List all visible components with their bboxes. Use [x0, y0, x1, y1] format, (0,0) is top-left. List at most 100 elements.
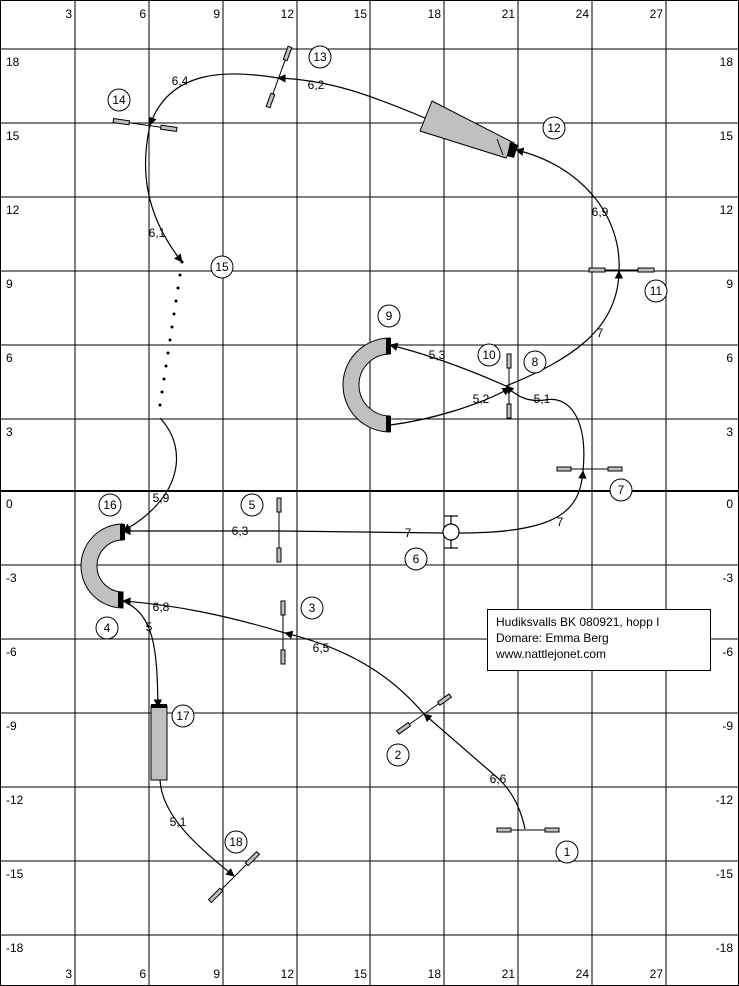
y-tick-right: 12	[720, 203, 734, 217]
route-9-to-10	[389, 387, 511, 426]
route-2-to-3	[284, 630, 425, 715]
distance-label: 5,3	[429, 348, 446, 362]
distance-label: 7	[405, 526, 412, 540]
route-4-to-17	[122, 600, 163, 708]
x-tick-bottom: 24	[576, 967, 590, 981]
obstacle-number-4: 4	[95, 616, 119, 640]
tunnel-12	[419, 100, 518, 159]
distance-label: 7	[597, 326, 604, 340]
y-tick-right: 3	[726, 425, 733, 439]
route-11-to-12	[515, 147, 620, 272]
y-tick-left: -12	[6, 793, 24, 807]
obstacle-label: 14	[112, 93, 126, 107]
x-tick-top: 9	[213, 7, 220, 21]
obstacle-number-1: 1	[555, 840, 579, 864]
obstacle-number-11: 11	[644, 279, 668, 303]
x-tick-top: 12	[281, 7, 295, 21]
weave-poles	[158, 260, 184, 407]
jump-13	[265, 45, 293, 109]
x-tick-top: 15	[354, 7, 368, 21]
route-1-to-2	[423, 713, 526, 830]
obstacle-number-9: 9	[377, 304, 401, 328]
obstacle-label: 4	[104, 621, 111, 635]
jump-3	[280, 600, 286, 665]
obstacle-label: 18	[229, 835, 243, 849]
obstacle-label: 17	[176, 709, 190, 723]
route-12-to-13	[277, 74, 426, 119]
obstacle-number-10: 10	[477, 343, 501, 367]
x-tick-top: 24	[576, 7, 590, 21]
vertical-gridlines	[74, 0, 667, 986]
obstacle-label: 6	[413, 552, 420, 566]
x-tick-top: 18	[428, 7, 442, 21]
website-link: www.nattlejonet.com	[496, 647, 607, 661]
y-tick-right: -12	[716, 793, 734, 807]
x-tick-top: 3	[65, 7, 72, 21]
obstacle-label: 11	[650, 284, 663, 298]
y-tick-left: -3	[6, 571, 17, 585]
distance-label: 6,3	[232, 524, 249, 538]
route-5-path	[279, 530, 444, 534]
obstacle-number-3: 3	[300, 596, 324, 620]
distance-label: 5,9	[153, 491, 170, 505]
y-tick-left: 6	[6, 351, 13, 365]
route-14-to-15	[144, 124, 183, 263]
distance-label: 6,1	[149, 226, 166, 240]
y-tick-left: 12	[6, 203, 20, 217]
y-tick-right: 18	[720, 55, 734, 69]
obstacle-label: 10	[482, 348, 496, 362]
obstacle-number-14: 14	[107, 88, 131, 112]
obstacle-number-16: 16	[98, 493, 122, 517]
x-tick-bottom: 15	[354, 967, 368, 981]
distance-label: 6,5	[313, 641, 330, 655]
jump-8-10	[506, 353, 512, 419]
obstacle-label: 13	[313, 50, 327, 64]
y-tick-right: -15	[716, 867, 734, 881]
y-axis-right-labels: 18 15 12 9 6 3 0 -3 -6 -9 -12 -15 -18	[716, 55, 734, 955]
y-tick-left: 0	[6, 497, 13, 511]
y-tick-left: -6	[6, 645, 17, 659]
y-tick-right: -9	[722, 719, 733, 733]
distance-label: 5	[146, 620, 153, 634]
distance-label: 6,2	[308, 78, 325, 92]
obstacle-number-15: 15	[210, 255, 234, 279]
y-tick-right: -3	[722, 571, 733, 585]
obstacle-label: 12	[547, 121, 561, 135]
tunnel-4-16	[80, 523, 125, 609]
route-13-to-14	[148, 73, 279, 126]
obstacle-number-6: 6	[404, 547, 428, 571]
obstacle-number-12: 12	[542, 116, 566, 140]
route-17-to-18	[159, 779, 235, 877]
obstacle-number-5: 5	[240, 493, 264, 517]
x-tick-top: 27	[650, 7, 664, 21]
jump-14	[112, 118, 178, 132]
x-tick-bottom: 6	[139, 967, 146, 981]
route-10-to-11	[505, 270, 624, 387]
x-tick-bottom: 12	[281, 967, 295, 981]
tire-6	[442, 515, 460, 549]
distance-label: 5,1	[170, 815, 187, 829]
distance-label: 6,4	[172, 74, 189, 88]
obstacle-number-8: 8	[523, 350, 547, 374]
jump-18	[207, 850, 261, 904]
y-tick-right: 0	[726, 497, 733, 511]
x-tick-bottom: 3	[65, 967, 72, 981]
obstacle-label: 2	[395, 748, 402, 762]
obstacle-number-18: 18	[224, 830, 248, 854]
obstacle-number-7: 7	[609, 478, 633, 502]
distance-label: 6,8	[153, 600, 170, 614]
route-8-to-9	[389, 342, 507, 387]
obstacle-label: 15	[215, 260, 229, 274]
jump-1	[496, 827, 560, 833]
obstacle-numbers: 1 2 3 4 5 6 7 8 9 10 11 12 13 14 15 16 1…	[95, 45, 668, 864]
route-3-to-4	[122, 597, 286, 634]
distance-label: 7	[557, 515, 564, 529]
route-15-to-16	[122, 417, 178, 532]
course-route	[122, 73, 624, 877]
jump-7	[556, 466, 623, 472]
obstacle-label: 5	[249, 498, 256, 512]
x-tick-bottom: 27	[650, 967, 664, 981]
x-tick-bottom: 18	[428, 967, 442, 981]
jump-2	[395, 693, 453, 735]
